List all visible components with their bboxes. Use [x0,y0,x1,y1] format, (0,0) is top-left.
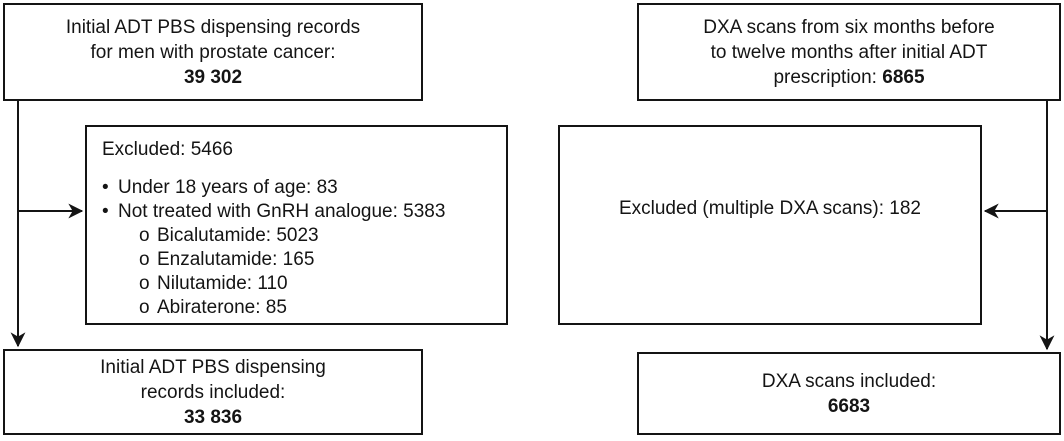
adt-source-line1: Initial ADT PBS dispensing records [65,16,361,38]
dxa-source-box: DXA scans from six months before to twel… [637,3,1061,101]
adt-source-line2: for men with prostate cancer: [90,41,336,63]
dxa-result-count: 6683 [827,395,871,417]
excluded-sub-item: o Abiraterone: 85 [102,296,498,320]
dxa-source-count: 6865 [882,66,925,88]
dxa-excluded-box: Excluded (multiple DXA scans): 182 [558,125,982,325]
adt-source-box: Initial ADT PBS dispensing records for m… [3,3,423,101]
excluded-sub-item-label: Abiraterone: 85 [157,297,287,318]
excluded-item-label: Not treated with GnRH analogue: 5383 [118,201,446,222]
excluded-sub-item-label: Bicalutamide: 5023 [157,225,319,246]
excluded-item: • Not treated with GnRH analogue: 5383 [102,200,498,224]
dxa-excluded-label: Excluded (multiple DXA scans): 182 [618,197,922,219]
dxa-source-line3: prescription: 6865 [773,65,924,90]
excluded-item: • Under 18 years of age: 83 [102,176,498,200]
adt-result-line1: Initial ADT PBS dispensing [100,356,326,378]
dxa-result-line1: DXA scans included: [761,370,937,392]
adt-excluded-title: Excluded: 5466 [102,139,233,160]
adt-result-count: 33 836 [183,406,243,428]
excluded-sub-item-label: Enzalutamide: 165 [157,249,315,270]
dxa-result-box: DXA scans included: 6683 [637,352,1061,435]
adt-result-box: Initial ADT PBS dispensing records inclu… [3,349,423,435]
excluded-item-label: Under 18 years of age: 83 [118,177,338,198]
excluded-sub-item: o Nilutamide: 110 [102,272,498,296]
sub-bullet-icon: o [139,297,150,318]
dxa-source-line3-label: prescription: [773,66,883,88]
dxa-source-line2: to twelve months after initial ADT [710,41,988,63]
excluded-sub-item-label: Nilutamide: 110 [157,273,288,294]
excluded-sub-item: o Enzalutamide: 165 [102,248,498,272]
excluded-sub-item: o Bicalutamide: 5023 [102,224,498,248]
adt-excluded-box: Excluded: 5466 • Under 18 years of age: … [85,125,508,325]
adt-source-count: 39 302 [183,66,243,88]
bullet-icon: • [102,201,109,222]
sub-bullet-icon: o [139,273,150,294]
sub-bullet-icon: o [139,249,150,270]
bullet-icon: • [102,177,109,198]
sub-bullet-icon: o [139,225,150,246]
adt-result-line2: records included: [140,381,286,403]
dxa-source-line1: DXA scans from six months before [703,16,995,38]
